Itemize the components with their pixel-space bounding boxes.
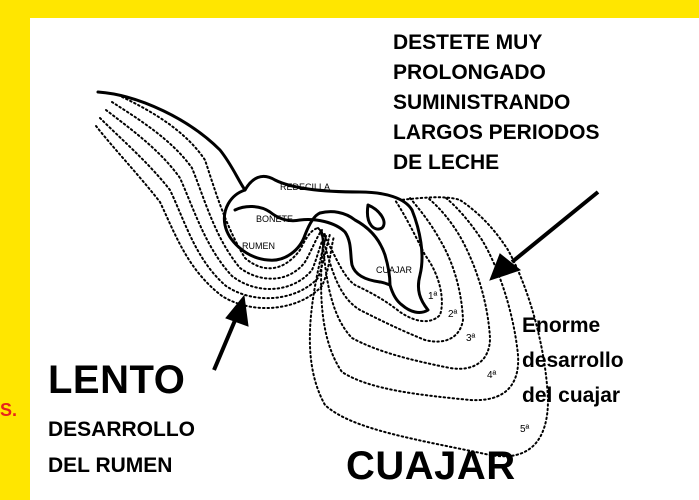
stage-2: 2ª xyxy=(448,309,458,320)
rumen-outline-4 xyxy=(99,117,331,300)
cuajar-outline-5 xyxy=(308,196,550,458)
stage-5: 5ª xyxy=(520,424,530,435)
content-panel xyxy=(30,18,699,500)
rumen-outline-2 xyxy=(111,101,323,280)
weaning-caption-line: DESTETE MUY xyxy=(393,31,543,54)
abomasum-development-caption: Enorme desarrollo del cuajar xyxy=(522,308,624,413)
rumen-growth-outlines xyxy=(95,94,335,309)
rumen-outline-5 xyxy=(95,125,335,309)
weaning-caption-line: PROLONGADO xyxy=(393,61,546,84)
cuajar-outline-2 xyxy=(319,197,465,343)
cuajar-outline-1 xyxy=(317,199,443,323)
label-cuajar-organ: CUAJAR xyxy=(376,265,413,275)
arrow-top-head xyxy=(489,253,522,281)
cuajar-caption: CUAJAR xyxy=(346,444,516,488)
cuajar-growth-outlines xyxy=(308,196,550,458)
rumen-development-line: DEL RUMEN xyxy=(48,454,173,477)
stage-4: 4ª xyxy=(487,370,497,381)
rumen-outline xyxy=(222,188,322,262)
cuajar-outline-3 xyxy=(321,197,492,370)
arrow-left-shaft xyxy=(212,317,238,371)
weaning-caption-line: SUMINISTRANDO xyxy=(393,91,571,114)
rumen-development-caption: DESARROLLO DEL RUMEN xyxy=(48,412,195,484)
omasum-outline xyxy=(298,218,382,284)
arrow-top-shaft xyxy=(510,190,600,264)
label-bonete: BONETE xyxy=(256,214,294,224)
abomasum-development-line: Enorme xyxy=(522,314,601,337)
arrow-left-head xyxy=(225,294,249,327)
weaning-caption: DESTETE MUY PROLONGADO SUMINISTRANDO LAR… xyxy=(393,28,600,178)
rumen-development-line: DESARROLLO xyxy=(48,418,195,441)
omasum-inner xyxy=(318,210,392,287)
label-redecilla: REDECILLA xyxy=(280,182,331,192)
stomach-outline xyxy=(96,90,430,314)
fold-line xyxy=(365,203,386,231)
abomasum-development-line: del cuajar xyxy=(522,384,621,407)
rumen-outline-3 xyxy=(105,109,327,290)
arrows xyxy=(212,190,600,371)
weaning-caption-line: LARGOS PERIODOS xyxy=(393,121,600,144)
slow-label: LENTO xyxy=(48,358,186,402)
label-rumen: RUMEN xyxy=(242,241,275,251)
weaning-caption-line: DE LECHE xyxy=(393,151,500,174)
cuajar-outline-4 xyxy=(320,197,520,402)
abomasum-development-line: desarrollo xyxy=(522,349,624,372)
reticulum-outline xyxy=(233,205,302,223)
stage-3: 3ª xyxy=(466,333,476,344)
esophagus-outline xyxy=(96,90,414,212)
stage-1: 1ª xyxy=(428,291,438,302)
side-text: S. xyxy=(0,400,18,420)
